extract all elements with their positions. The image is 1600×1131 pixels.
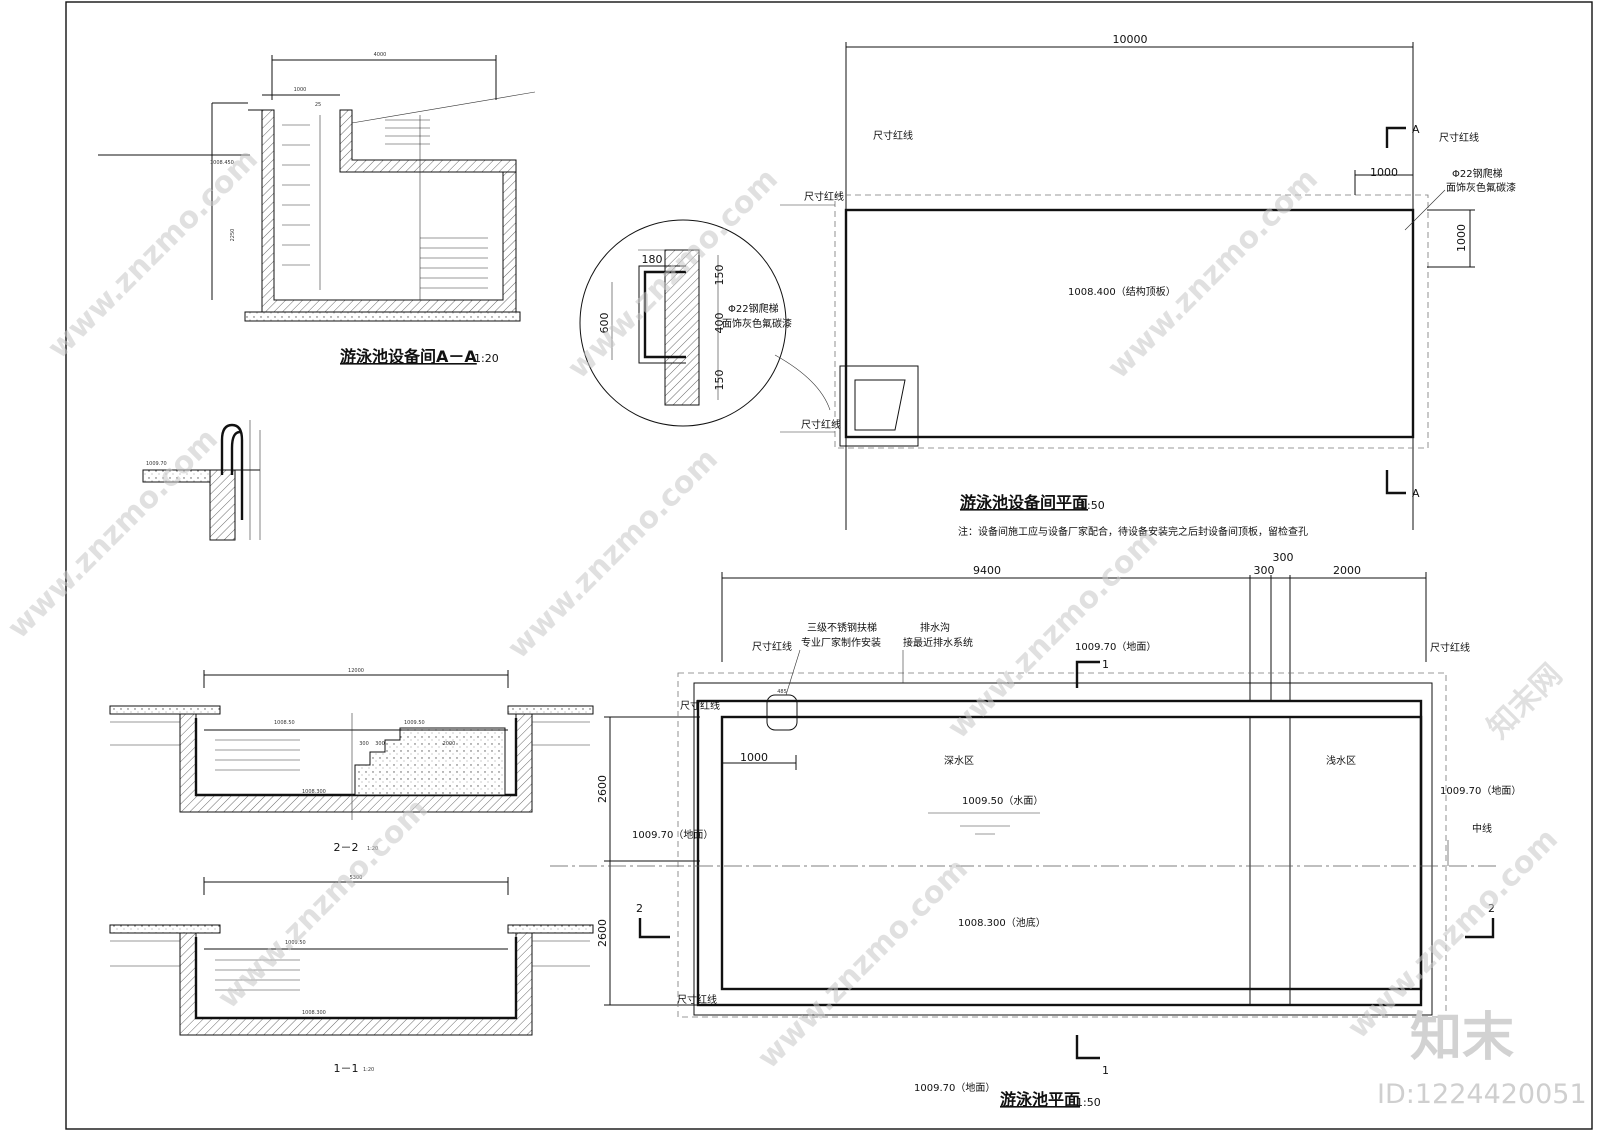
- pool-plan-dim-2600b: 2600: [596, 919, 609, 947]
- equip-plan-ladder-label: Φ22钢爬梯: [1452, 167, 1503, 180]
- pool-plan-centerline: 中线: [1472, 822, 1492, 835]
- equip-plan-title: 游泳池设备间平面: [960, 493, 1088, 512]
- equip-section-scale: 1:20: [474, 352, 499, 365]
- equip-plan-ladder-finish: 面饰灰色氟碳漆: [1446, 181, 1516, 194]
- pool-plan-drawing: 9400 300 300 2000 2600 2600 1000 485 尺寸红…: [550, 551, 1521, 1109]
- equip-plan-drawing: 10000 1000 1000 尺寸红线 尺寸红线 尺寸红线 尺寸红线 A A …: [780, 33, 1516, 538]
- detail-dim-150-top: 150: [713, 265, 726, 286]
- pool-plan-level-bottom: 1008.300（池底）: [958, 916, 1046, 929]
- pool-plan-drain-b: 接最近排水系统: [903, 636, 973, 649]
- drawing-frame: [65, 1, 1593, 1130]
- section-11-scale: 1:20: [363, 1067, 374, 1073]
- pool-plan-zone-shallow: 浅水区: [1326, 754, 1356, 767]
- equip-section-dim-total: 4000: [374, 52, 387, 58]
- watermark-site: www.znzmo.com: [211, 792, 435, 1016]
- detail-ladder-label: Φ22钢爬梯: [728, 302, 779, 315]
- section-22-level-a: 1008.50: [274, 720, 295, 726]
- equip-section-dim-25: 25: [315, 102, 321, 108]
- pool-plan-redline-top-right: 尺寸红线: [1430, 641, 1470, 654]
- watermark-site: www.znzmo.com: [501, 442, 725, 666]
- section-22-dim-total: 12000: [348, 668, 364, 674]
- watermark-site: www.znzmo.com: [1101, 162, 1325, 386]
- pool-plan-level-ground-right: 1009.70（地面）: [1440, 784, 1521, 797]
- equip-plan-scale: 1:50: [1080, 499, 1105, 512]
- pool-plan-dim-9400: 9400: [973, 564, 1001, 577]
- watermark-site: www.znzmo.com: [1, 422, 225, 646]
- section-11-drawing: 5300 1009.50 1008.300 1－1 1:20: [109, 875, 594, 1075]
- pool-plan-drain-a: 排水沟: [920, 621, 950, 634]
- equip-section-dim-sub: 1000: [294, 87, 307, 93]
- section-22-scale: 1:20: [367, 846, 378, 852]
- equip-plan-section-mark-bottom: A: [1412, 487, 1420, 500]
- pool-plan-title: 游泳池平面: [1000, 1090, 1080, 1109]
- pool-plan-dim-2600a: 2600: [596, 775, 609, 803]
- equip-plan-redline-left: 尺寸红线: [804, 190, 844, 203]
- equip-section-title: 游泳池设备间A－A: [340, 347, 477, 366]
- equip-plan-redline-bottom: 尺寸红线: [801, 418, 841, 431]
- pool-plan-ladder-b: 专业厂家制作安装: [801, 636, 881, 649]
- equip-plan-note: 注：设备间施工应与设备厂家配合，待设备安装完之后封设备间顶板，留检查孔: [958, 525, 1308, 538]
- section-11-level-a: 1009.50: [285, 940, 306, 946]
- equip-section-drawing: 4000 1000 25 1008.450 2250 游泳池设备间A－A 1:2…: [98, 52, 536, 366]
- pool-plan-dim-485: 485: [777, 689, 787, 695]
- watermark-id: ID:1224420051: [1377, 1079, 1587, 1110]
- equip-plan-dim-1000-h: 1000: [1370, 166, 1398, 179]
- pool-plan-dim-300a: 300: [1254, 564, 1275, 577]
- detail-dim-150-bot: 150: [713, 370, 726, 391]
- ladder-detail-level: 1009.70: [146, 461, 167, 467]
- section-22-dim-300a: 300: [359, 741, 369, 747]
- section-22-dim-2000: 2000: [443, 741, 456, 747]
- equip-section-height: 2250: [230, 229, 236, 242]
- pool-plan-redline-top-left: 尺寸红线: [752, 640, 792, 653]
- equip-plan-level-roof: 1008.400（结构顶板）: [1068, 285, 1176, 298]
- equip-plan-dim-width: 10000: [1113, 33, 1148, 46]
- detail-dim-180: 180: [642, 253, 663, 266]
- pool-plan-cut-1-top: 1: [1102, 658, 1109, 671]
- section-22-drawing: 12000 300 300 2000 1008.50 1009.50 1008.…: [109, 668, 594, 854]
- section-11-label: 1－1: [334, 1062, 359, 1075]
- equip-plan-dim-1000-v: 1000: [1455, 224, 1468, 252]
- section-22-level-b: 1009.50: [404, 720, 425, 726]
- pool-plan-ladder-a: 三级不锈钢扶梯: [807, 621, 877, 634]
- pool-plan-dim-2000: 2000: [1333, 564, 1361, 577]
- section-22-dim-300b: 300: [375, 741, 385, 747]
- pool-plan-level-ground-left: 1009.70（地面）: [632, 828, 713, 841]
- detail-dim-400: 400: [713, 313, 726, 334]
- pool-plan-cut-1-bottom: 1: [1102, 1064, 1109, 1077]
- watermark-site: www.znzmo.com: [41, 142, 265, 366]
- detail-circle-drawing: 180 150 600 400 150 Φ22钢爬梯 面饰灰色氟碳漆: [579, 219, 831, 427]
- pool-plan-dim-1000: 1000: [740, 751, 768, 764]
- watermark-site: www.znzmo.com: [751, 852, 975, 1076]
- equip-plan-section-mark-top: A: [1412, 123, 1420, 136]
- watermark-site: www.znzmo.com: [941, 522, 1165, 746]
- pool-plan-redline-mid-left: 尺寸红线: [680, 699, 720, 712]
- equip-plan-redline-right: 尺寸红线: [1439, 131, 1479, 144]
- watermark-layer: www.znzmo.com www.znzmo.com www.znzmo.co…: [1, 142, 1587, 1110]
- detail-dim-600: 600: [598, 313, 611, 334]
- pool-plan-level-ground-top: 1009.70（地面）: [1075, 640, 1156, 653]
- pool-plan-scale: 1:50: [1076, 1096, 1101, 1109]
- section-22-level-c: 1008.300: [302, 789, 326, 795]
- equip-plan-redline-top: 尺寸红线: [873, 129, 913, 142]
- pool-plan-zone-deep: 深水区: [944, 755, 974, 767]
- pool-plan-level-ground-bottom: 1009.70（地面）: [914, 1081, 995, 1094]
- pool-plan-cut-2-left: 2: [636, 902, 643, 915]
- watermark-brand: 知末网: [1481, 657, 1569, 745]
- pool-plan-level-water: 1009.50（水面）: [962, 795, 1043, 807]
- pool-plan-cut-2-right: 2: [1488, 902, 1495, 915]
- watermark-logo: 知末: [1410, 1008, 1514, 1068]
- section-11-dim-total: 5300: [350, 875, 363, 881]
- section-11-level-b: 1008.300: [302, 1010, 326, 1016]
- section-22-label: 2－2: [334, 841, 359, 854]
- pool-plan-dim-300b: 300: [1273, 551, 1294, 564]
- ladder-detail-drawing: 1009.70: [142, 420, 261, 541]
- equip-section-level: 1008.450: [210, 160, 234, 166]
- detail-finish-label: 面饰灰色氟碳漆: [722, 317, 792, 330]
- pool-plan-redline-bottom-left: 尺寸红线: [677, 993, 717, 1006]
